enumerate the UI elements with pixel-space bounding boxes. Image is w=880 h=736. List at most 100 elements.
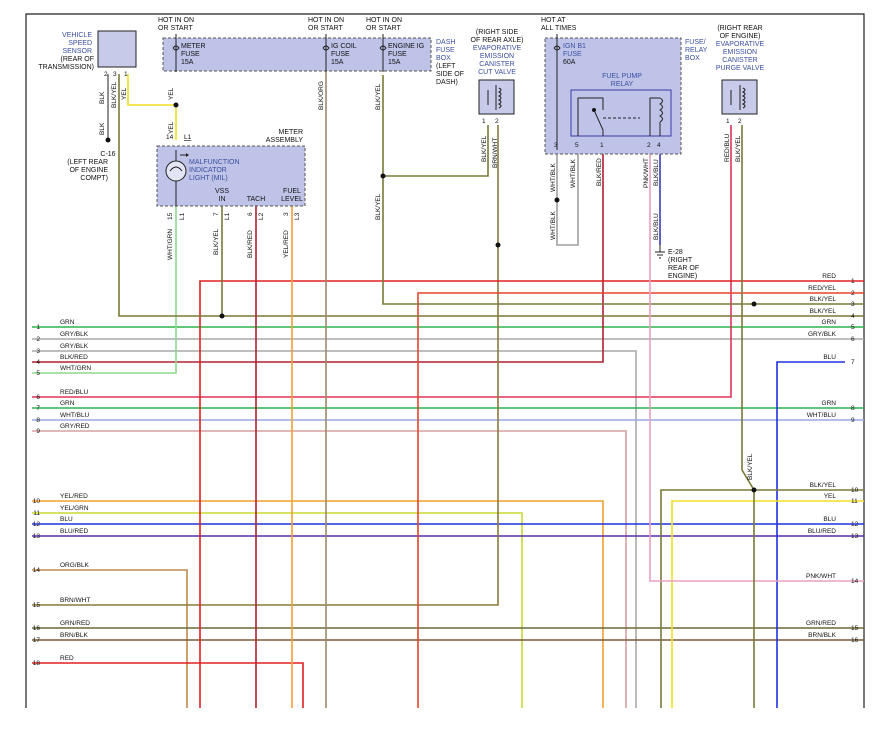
igcoil-fuse-rating: 15A [331,59,344,66]
wire-l5-wht-grn [32,206,177,374]
dash-fuse-box-label-1: DASH [436,39,455,46]
right-bus-pin: 12 [851,521,859,528]
wire-r10-blk-yel [660,489,864,708]
left-bus-pin: 7 [36,405,40,412]
right-bus-pin: 8 [851,405,855,412]
evap-purge-valve: (RIGHT REAR OF ENGINE) EVAPORATIVE EMISS… [716,25,765,480]
left-bus-wire-label: BRN/WHT [60,597,90,604]
ignb1-hot-2: ALL TIMES [541,25,577,32]
left-bus-pin: 13 [33,533,41,540]
right-bus-wire-label: BLU [823,354,836,361]
coil-icon [487,85,502,110]
evap-purge-wire-red-blu: RED/BLU [724,134,731,162]
engine-fuse-name: ENGINE IG [388,43,424,50]
coil-icon [730,85,746,110]
c16-loc-1: (LEFT REAR [67,159,108,166]
right-bus-pin: 14 [851,578,859,585]
wire-l10-yel-red [32,500,604,708]
left-connector-bus: 1GRN2GRY/BLK3GRY/BLK4BLK/RED5WHT/GRN6RED… [33,319,92,667]
relay-wire-pnk-wht: PNK/WHT [643,158,650,188]
meter-fuse-type: FUSE [181,51,200,58]
relay-wire-blk-red: BLK/RED [596,158,603,186]
left-bus-pin: 9 [36,428,40,435]
right-bus-wire-label: BLU/RED [808,528,836,535]
meter-pin-6-conn: L2 [258,212,265,220]
evap-cut-wire-brn-wht: BRN/WHT [492,138,499,168]
wire-evap-blk-yel [383,125,489,177]
right-bus-wire-label: BLK/YEL [810,296,837,303]
right-bus-pin: 6 [851,336,855,343]
wire-ygrn-yellow [127,74,177,140]
evap-purge-pin-2: 2 [738,118,742,125]
evap-purge-label-2: EMISSION [723,49,757,56]
fuse-icon [553,34,561,150]
left-bus-wire-label: RED [60,655,74,662]
wire-l14-org-blk [32,569,188,708]
wire-r14-pnk-wht [649,150,864,582]
relay-pin-3: 3 [554,142,558,149]
wire-r4-blk-yel [118,74,864,317]
wire-l3-gry-blk [32,350,637,708]
wire-label-blk-org: BLK/ORG [318,81,325,110]
left-bus-wire-label: BLU/RED [60,528,88,535]
right-bus-wire-label: GRN/RED [806,620,836,627]
e28-loc-1: (RIGHT [668,257,693,264]
right-bus-pin: 13 [851,533,859,540]
diagram-frame [25,13,865,708]
wire-label-blk-red: BLK/RED [247,230,254,258]
meter-tach-label: TACH [247,196,266,203]
wire-r1-red [199,280,864,708]
ground-icon [655,245,665,259]
ignb1-type: FUSE [563,51,582,58]
wire-label-blk-yel-3: BLK/YEL [213,228,220,255]
left-bus-pin: 16 [33,625,41,632]
meter-level-label: LEVEL [281,196,303,203]
evap-purge-label-3: CANISTER [722,57,757,64]
meter-pin-6: 6 [247,212,254,216]
right-bus-wire-label: GRN [822,400,837,407]
wire-r11-yel [671,500,864,708]
evap-cut-note-2: OF REAR AXLE) [471,37,524,44]
right-bus-wire-label: PNK/WHT [806,573,836,580]
engine-fuse-hot-2: OR START [366,25,401,32]
wire-l18-red [32,662,304,708]
left-bus-wire-label: GRY/BLK [60,331,89,338]
fuel-pump-relay [570,89,672,137]
left-bus-wire-label: WHT/BLU [60,412,90,419]
dash-fuse-box-loc-1: (LEFT [436,63,456,70]
mil-label-3: LIGHT (MIL) [189,175,228,182]
left-bus-wire-label: GRN [60,319,75,326]
left-bus-pin: 10 [33,498,41,505]
vss-note-2: TRANSMISSION) [38,64,94,71]
vss-label-1: VEHICLE [62,32,92,39]
right-bus-wire-label: BLK/YEL [810,308,837,315]
left-bus-pin: 17 [33,637,41,644]
c16-loc-2: OF ENGINE [69,167,108,174]
left-bus-pin: 14 [33,567,41,574]
meter-pin-7: 7 [213,212,220,216]
wire-r7-blu [776,361,845,708]
wire-l15-brn-wht [32,125,499,606]
meter-title-2: ASSEMBLY [266,137,304,144]
vss-label-2: SPEED [68,40,92,47]
left-bus-wire-label: ORG/BLK [60,562,90,569]
left-bus-wire-label: BRN/BLK [60,632,88,639]
left-bus-wire-label: BLK/RED [60,354,88,361]
left-bus-wire-label: YEL/GRN [60,505,89,512]
igcoil-fuse-type: FUSE [331,51,350,58]
fuel-pump-relay-label-1: FUEL PUMP [602,73,642,80]
evap-cut-label-4: CUT VALVE [478,69,516,76]
meter-fuse-rating: 15A [181,59,194,66]
evap-purge-label-4: PURGE VALVE [716,65,765,72]
right-connector-bus: 1RED2RED/YEL3BLK/YEL4BLK/YEL5GRN6GRY/BLK… [806,273,859,644]
relay-wire-wht-blk-1: WHT/BLK [550,162,557,192]
evap-purge-wire-blk-yel-2: BLK/YEL [747,453,754,480]
vss-pin-3: 3 [113,71,117,78]
left-bus-pin: 3 [36,348,40,355]
e28-loc-2: REAR OF [668,265,699,272]
ignb1-name: IGN B1 [563,43,586,50]
right-bus-pin: 16 [851,637,859,644]
dash-fuse-box-label-2: FUSE [436,47,455,54]
left-bus-pin: 5 [36,370,40,377]
right-bus-wire-label: RED [822,273,836,280]
